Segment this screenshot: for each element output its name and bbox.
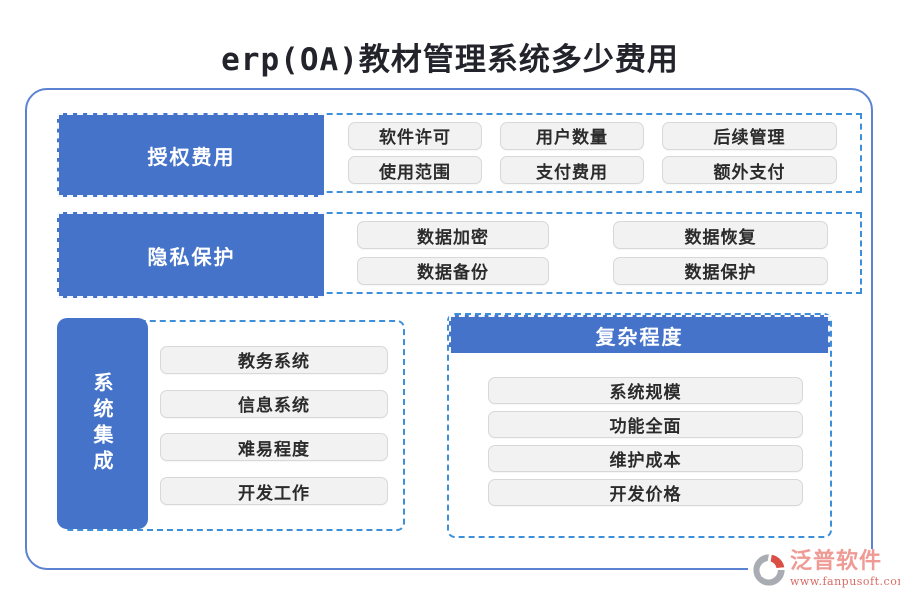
node-information-system: 信息系统 — [160, 389, 388, 418]
fanpu-logo-icon — [753, 554, 785, 586]
section-complexity-items: 系统规模 功能全面 维护成本 开发价格 — [488, 377, 803, 506]
section-complexity: 复杂程度 系统规模 功能全面 维护成本 开发价格 — [447, 313, 832, 538]
node-difficulty-level: 难易程度 — [160, 433, 388, 462]
items-row: 数据加密 数据恢复 — [329, 221, 856, 250]
node-software-license: 软件许可 — [348, 121, 482, 150]
brand-url: www.fanpusoft.com — [790, 575, 900, 588]
node-academic-system: 教务系统 — [160, 345, 388, 374]
section-license-fee: 授权费用 软件许可 用户数量 后续管理 使用范围 支付费用 额外支付 — [57, 113, 862, 197]
node-data-backup: 数据备份 — [357, 256, 549, 285]
node-feature-completeness: 功能全面 — [488, 411, 803, 438]
section-system-integration-label: 系统集成 — [57, 318, 148, 529]
node-followup-management: 后续管理 — [662, 121, 837, 150]
node-maintenance-cost: 维护成本 — [488, 445, 803, 472]
node-extra-payment: 额外支付 — [662, 156, 837, 185]
items-row: 使用范围 支付费用 额外支付 — [329, 156, 856, 185]
section-privacy-protection: 隐私保护 数据加密 数据恢复 数据备份 数据保护 — [57, 212, 862, 298]
node-system-scale: 系统规模 — [488, 377, 803, 404]
brand-name: 泛普软件 — [790, 549, 883, 574]
section-system-integration-items: 教务系统 信息系统 难易程度 开发工作 — [160, 322, 388, 529]
brand-text: 泛普软件 www.fanpusoft.com — [790, 549, 900, 588]
node-data-protection: 数据保护 — [613, 256, 828, 285]
node-usage-scope: 使用范围 — [348, 156, 482, 185]
section-privacy-protection-label: 隐私保护 — [57, 212, 324, 298]
section-complexity-label: 复杂程度 — [449, 315, 830, 353]
section-license-fee-label: 授权费用 — [57, 113, 324, 197]
node-payment-fee: 支付费用 — [500, 156, 644, 185]
node-user-count: 用户数量 — [500, 121, 644, 150]
node-development-price: 开发价格 — [488, 479, 803, 506]
section-license-fee-items: 软件许可 用户数量 后续管理 使用范围 支付费用 额外支付 — [329, 115, 856, 191]
node-data-recovery: 数据恢复 — [613, 221, 828, 250]
items-row: 数据备份 数据保护 — [329, 256, 856, 285]
items-row: 软件许可 用户数量 后续管理 — [329, 121, 856, 150]
brand-footer: 泛普软件 www.fanpusoft.com — [748, 549, 900, 595]
node-development-work: 开发工作 — [160, 477, 388, 506]
section-privacy-protection-items: 数据加密 数据恢复 数据备份 数据保护 — [329, 214, 856, 292]
node-data-encryption: 数据加密 — [357, 221, 549, 250]
page-title: erp(OA)教材管理系统多少费用 — [221, 42, 679, 78]
outer-frame — [25, 88, 873, 570]
